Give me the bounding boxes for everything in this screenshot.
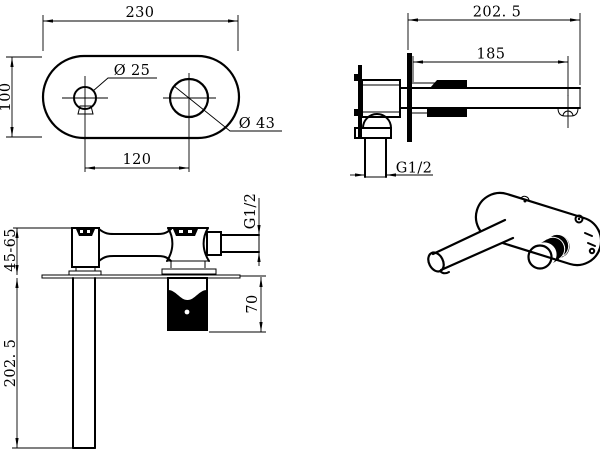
dim-label-plate-height: 100 [0, 83, 14, 112]
dim-label-inlet-thread: G1/2 [396, 161, 433, 177]
iso-aerator-back [574, 214, 584, 224]
body-tube-bottom [98, 255, 172, 262]
spout-body-front [71, 227, 100, 268]
dim-pipe-drop: 202. 5 [3, 278, 73, 449]
body-front-view: 45-65 202. 5 70 G1/2 [3, 193, 266, 449]
dim-outlet-thread: G1/2 [243, 193, 261, 266]
dim-label-plate-width: 230 [126, 5, 155, 21]
iso-spout-nub [439, 270, 450, 275]
isometric-view [427, 191, 600, 275]
wall-plate-edge [41, 274, 241, 279]
spout-side-view: 202. 5 185 G1/2 [350, 5, 581, 178]
valve-body-side [361, 79, 401, 118]
spout-body-cap [76, 229, 95, 236]
iso-handle-face [527, 244, 553, 270]
iso-edge-tab-2 [587, 242, 596, 247]
dim-hole-spacing: 120 [85, 152, 189, 170]
spout-body-flange [68, 270, 102, 276]
iso-spout-top [431, 218, 507, 256]
dim-handle-hole-diameter: Ø 25 [92, 63, 157, 92]
dim-label-wall-depth: 45-65 [3, 228, 19, 272]
dim-spout-hole-diameter: Ø 43 [173, 85, 282, 132]
iso-spout-bottom [439, 236, 515, 272]
body-tube-top [98, 228, 172, 235]
thread-section-upper [430, 80, 467, 88]
iso-edge-tab-1 [584, 232, 593, 237]
thread-section-lower [427, 108, 467, 117]
wall-plate-section [407, 53, 412, 142]
valve-spool-cap [173, 229, 198, 236]
dim-wall-depth: 45-65 [3, 227, 72, 275]
elbow-dome [362, 113, 392, 129]
iso-edge-ring [588, 247, 596, 255]
dim-label-outlet-thread: G1/2 [243, 193, 259, 230]
dim-label-spout-hole-diameter: Ø 43 [239, 116, 276, 132]
mounting-plate-outline [41, 54, 241, 140]
dim-label-handle-hole-diameter: Ø 25 [114, 63, 151, 79]
dim-label-hole-spacing: 120 [123, 152, 152, 168]
valve-spool-right [202, 227, 210, 262]
dim-label-pipe-drop: 202. 5 [3, 339, 19, 388]
valve-spool-left [166, 227, 174, 262]
dim-label-spout-reach: 185 [477, 47, 506, 63]
dim-valve-height: 70 [209, 275, 266, 333]
dim-plate-width: 230 [42, 5, 239, 51]
plate-top-view: 230 100 120 Ø 25 Ø 43 [0, 5, 282, 172]
cartridge-dot [184, 309, 190, 315]
dim-label-total-length: 202. 5 [473, 5, 522, 21]
elbow-base [354, 127, 392, 139]
dim-inlet-thread: G1/2 [350, 161, 433, 177]
outlet-connector [206, 231, 222, 256]
dim-total-length: 202. 5 [407, 5, 581, 85]
valve-cartridge-fill [168, 290, 207, 329]
dim-spout-reach: 185 [412, 47, 569, 96]
mounting-bracket [358, 65, 362, 138]
handle-stub-detail [77, 105, 94, 115]
iso-screw-bump [520, 195, 530, 202]
iso-plate [474, 191, 600, 267]
valve-flange [161, 268, 217, 275]
dim-plate-height: 100 [0, 56, 42, 138]
dim-label-valve-height: 70 [245, 294, 261, 313]
